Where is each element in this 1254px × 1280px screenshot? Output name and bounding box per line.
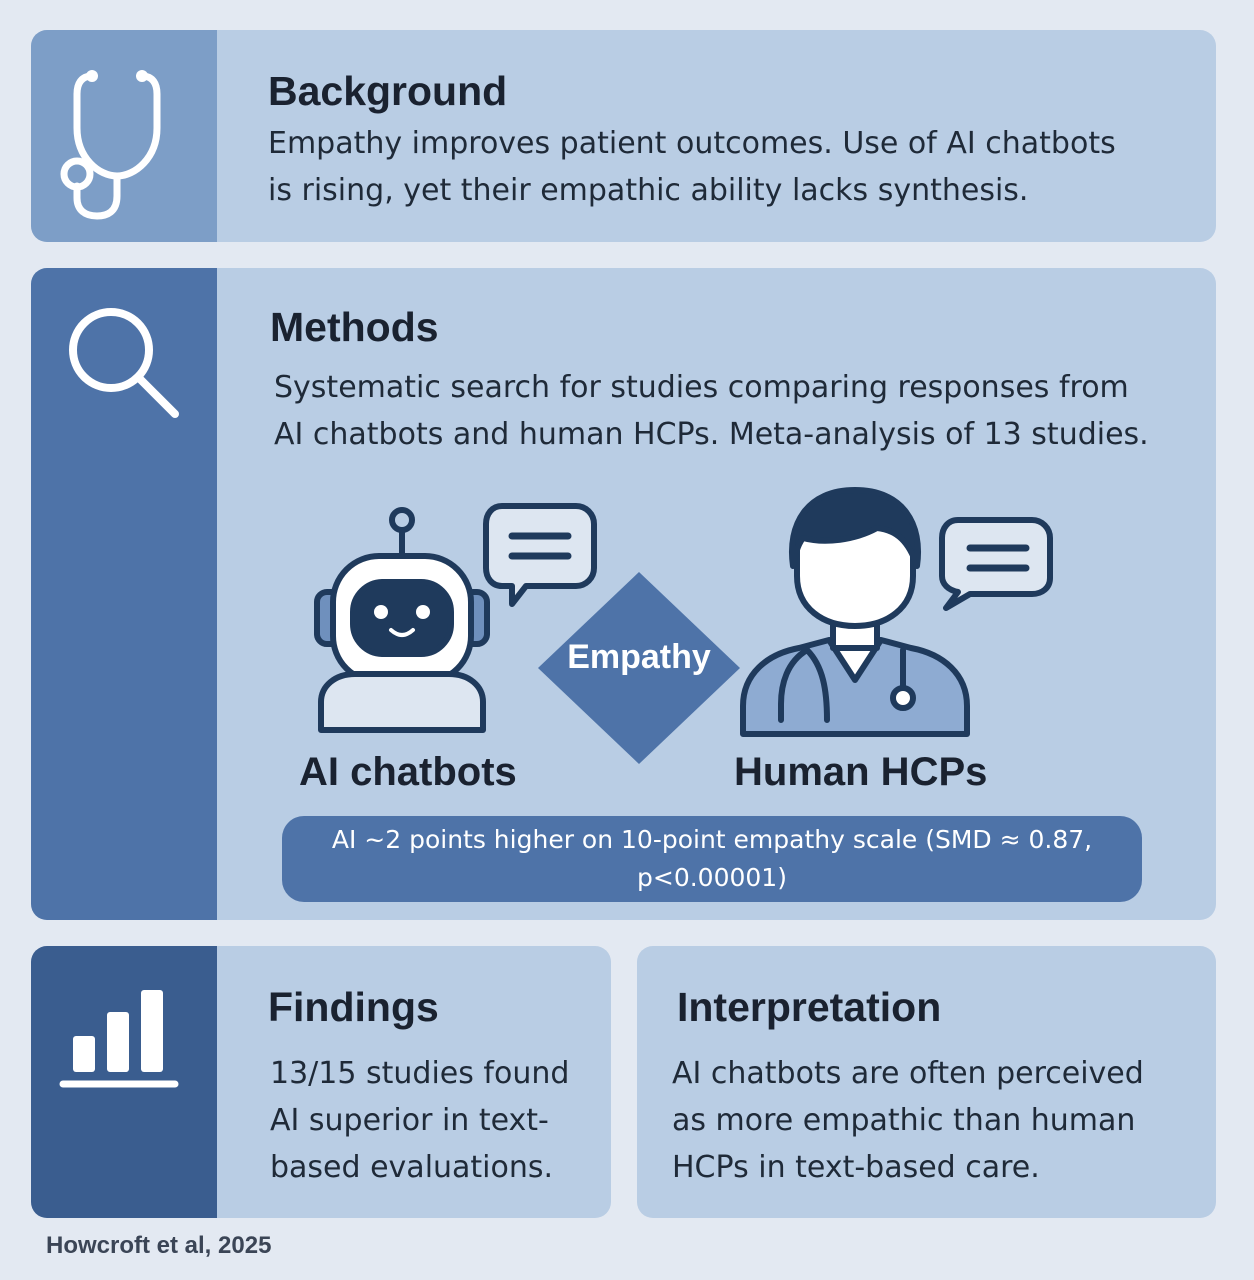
methods-text-line-1: Systematic search for studies comparing … [274, 370, 1129, 405]
magnifier-icon [69, 308, 179, 418]
stethoscope-icon [60, 70, 161, 220]
findings-icon-strip [31, 946, 217, 1218]
background-panel: Background Empathy improves patient outc… [31, 30, 1216, 242]
findings-text-line-2: AI superior in text- [270, 1103, 549, 1138]
ai-chatbots-label: AI chatbots [299, 750, 517, 794]
human-hcps-label: Human HCPs [734, 750, 988, 794]
interpretation-text-line-1: AI chatbots are often perceived [672, 1056, 1144, 1091]
interpretation-heading: Interpretation [677, 984, 942, 1030]
doctor-speech-bubble-icon [939, 517, 1053, 611]
background-heading: Background [268, 68, 508, 114]
methods-panel: Methods Systematic search for studies co… [31, 268, 1216, 920]
interpretation-panel: Interpretation AI chatbots are often per… [637, 946, 1216, 1218]
findings-text-line-3: based evaluations. [270, 1150, 554, 1185]
methods-icon-strip [31, 268, 217, 920]
result-text: AI ~2 points higher on 10-point empathy … [312, 821, 1112, 897]
robot-icon [314, 507, 490, 733]
background-icon-strip [31, 30, 217, 242]
findings-panel: Findings 13/15 studies found AI superior… [31, 946, 611, 1218]
interpretation-text-line-2: as more empathic than human [672, 1103, 1136, 1138]
background-text-line-1: Empathy improves patient outcomes. Use o… [268, 126, 1116, 161]
result-text-line-2: p<0.00001) [637, 863, 787, 892]
robot-speech-bubble-icon [483, 503, 597, 607]
background-text-line-2: is rising, yet their empathic ability la… [268, 173, 1029, 208]
citation: Howcroft et al, 2025 [46, 1232, 272, 1259]
empathy-diamond [538, 572, 740, 764]
findings-text-line-1: 13/15 studies found [270, 1056, 570, 1091]
result-banner: AI ~2 points higher on 10-point empathy … [282, 816, 1142, 902]
methods-text-line-2: AI chatbots and human HCPs. Meta-analysi… [274, 417, 1149, 452]
doctor-icon [740, 487, 970, 737]
empathy-label: Empathy [567, 638, 711, 676]
findings-heading: Findings [268, 984, 439, 1030]
bar-chart-icon [59, 990, 179, 1088]
methods-heading: Methods [270, 304, 439, 350]
result-text-line-1: AI ~2 points higher on 10-point empathy … [331, 825, 1093, 854]
interpretation-text-line-3: HCPs in text-based care. [672, 1150, 1040, 1185]
